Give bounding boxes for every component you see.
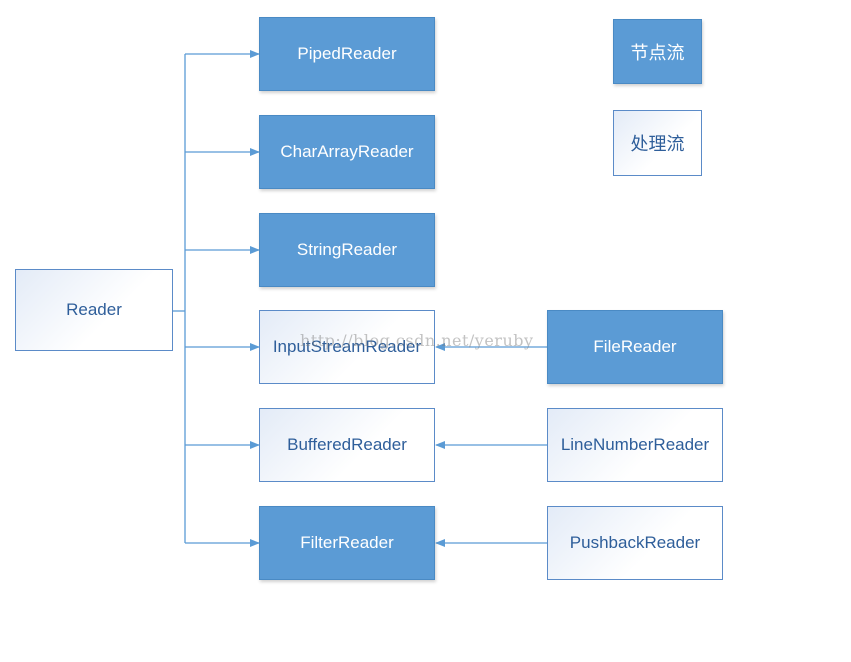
inputstreamreader-node: InputStreamReader bbox=[259, 310, 435, 384]
reader-label: Reader bbox=[66, 300, 122, 319]
chararrayreader-node: CharArrayReader bbox=[259, 115, 435, 189]
legend-node-stream-label: 节点流 bbox=[630, 42, 685, 64]
legend-processing-stream-label: 处理流 bbox=[630, 134, 685, 155]
inputstreamreader-label: InputStreamReader bbox=[272, 337, 422, 356]
chararrayreader-label: CharArrayReader bbox=[280, 142, 414, 161]
bufferedreader-label: BufferedReader bbox=[287, 435, 407, 454]
watermark-text: http://blog.csdn.net/yeruby bbox=[300, 331, 534, 350]
filterreader-node: FilterReader bbox=[259, 506, 435, 580]
bufferedreader-node: BufferedReader bbox=[259, 408, 435, 482]
filereader-node: FileReader bbox=[547, 310, 723, 384]
filterreader-label: FilterReader bbox=[300, 533, 394, 552]
pipedreader-label: PipedReader bbox=[297, 44, 397, 63]
reader-node: Reader bbox=[15, 269, 173, 351]
stringreader-label: StringReader bbox=[296, 240, 398, 259]
legend-processing-stream: 处理流 bbox=[613, 110, 702, 176]
stringreader-node: StringReader bbox=[259, 213, 435, 287]
pushbackreader-node: PushbackReader bbox=[547, 506, 723, 580]
linenumberreader-node: LineNumberReader bbox=[547, 408, 723, 482]
filereader-label: FileReader bbox=[593, 337, 677, 356]
legend-node-stream: 节点流 bbox=[613, 19, 702, 84]
linenumberreader-label: LineNumberReader bbox=[560, 435, 710, 454]
pushbackreader-label: PushbackReader bbox=[569, 533, 701, 552]
pipedreader-node: PipedReader bbox=[259, 17, 435, 91]
